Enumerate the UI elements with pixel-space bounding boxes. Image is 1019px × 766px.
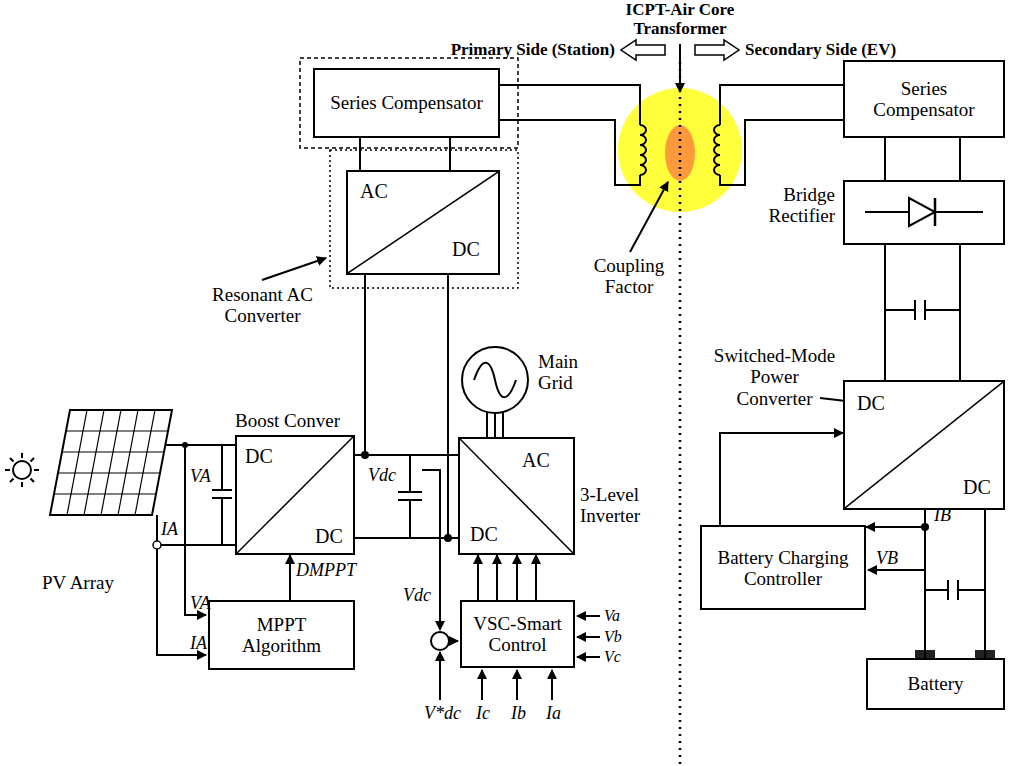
- box-label: DC: [452, 238, 480, 260]
- box-label: 3-Level Inverter: [580, 484, 660, 527]
- signal-label: Ia: [546, 703, 561, 723]
- callout-label: Switched-Mode Power Converter: [712, 345, 837, 409]
- grid-source: Main Grid: [460, 345, 530, 415]
- part-label: PV Array: [42, 572, 114, 593]
- box-label: MPPT Algorithm: [210, 614, 353, 657]
- signal-label: V*dc: [424, 703, 461, 723]
- connector: [290, 555, 291, 600]
- signal-label: IA: [190, 633, 207, 653]
- signal-label: DMPPT: [296, 560, 356, 580]
- charging-controller: Battery Charging Controller: [700, 525, 866, 610]
- connector: [478, 555, 536, 600]
- signal-label: Vc: [604, 648, 621, 666]
- connector: [885, 245, 960, 380]
- box-label: DC: [470, 523, 498, 545]
- signal-label: VA: [190, 466, 211, 486]
- side-label: Primary Side (Station): [430, 40, 615, 59]
- dc-dc-converter: DC DC: [843, 380, 1005, 510]
- connector: [866, 527, 925, 658]
- battery: Battery: [866, 658, 1005, 710]
- box-label: Series Compensator: [315, 92, 498, 113]
- connector: [355, 275, 365, 455]
- signal-label: IB: [934, 505, 951, 525]
- connector: [360, 138, 450, 170]
- box-label: Battery: [868, 673, 1003, 694]
- connector: [720, 433, 843, 525]
- box-label: DC: [963, 476, 991, 498]
- box-label: Series Compensator: [845, 78, 1003, 121]
- box-label: DC: [857, 392, 885, 414]
- callout-label: Resonant AC Converter: [200, 284, 325, 327]
- grid-symbol: [460, 345, 530, 415]
- boost-converter: Boost ConverDCDC: [235, 435, 355, 555]
- callout-label: Coupling Factor: [583, 255, 675, 298]
- connector: [448, 275, 458, 538]
- signal-label: Ib: [511, 703, 526, 723]
- mppt-block: MPPT Algorithm: [208, 600, 355, 670]
- signal-label: Ic: [476, 703, 490, 723]
- diode-symbol: [845, 182, 1003, 243]
- signal-label: Va: [604, 607, 620, 625]
- box-label: Bridge Rectifier: [725, 184, 835, 227]
- box-label: Battery Charging Controller: [702, 546, 864, 589]
- box-label: Boost Conver: [235, 410, 365, 431]
- inverter: ACDC3-Level Inverter: [458, 437, 575, 555]
- connector: [487, 412, 503, 437]
- signal-label: Vb: [604, 628, 622, 646]
- title-label: ICPT-Air Core Transformer: [600, 0, 760, 38]
- box-label: DC: [315, 525, 343, 547]
- signal-label: Vdc: [368, 465, 396, 485]
- box-label: AC: [522, 449, 550, 471]
- connector: [355, 455, 458, 538]
- series-compensator: Series Compensator: [313, 68, 500, 138]
- bridge-rectifier: Bridge Rectifier: [843, 180, 1005, 245]
- signal-label: IA: [161, 519, 178, 539]
- series-compensator: Series Compensator: [843, 60, 1005, 138]
- box-label: VSC-Smart Control: [462, 613, 573, 656]
- signal-label: VA: [190, 593, 211, 613]
- box-label: Main Grid: [538, 351, 598, 394]
- control-block: VSC-Smart Control: [460, 600, 575, 668]
- connector: [885, 138, 960, 180]
- connector: [925, 510, 985, 658]
- box-label: DC: [245, 445, 273, 467]
- box-label: AC: [360, 180, 388, 202]
- side-label: Secondary Side (EV): [745, 40, 896, 59]
- signal-label: Vdc: [403, 585, 431, 605]
- resonant-converter: AC DC: [346, 170, 500, 275]
- signal-label: VB: [876, 548, 898, 568]
